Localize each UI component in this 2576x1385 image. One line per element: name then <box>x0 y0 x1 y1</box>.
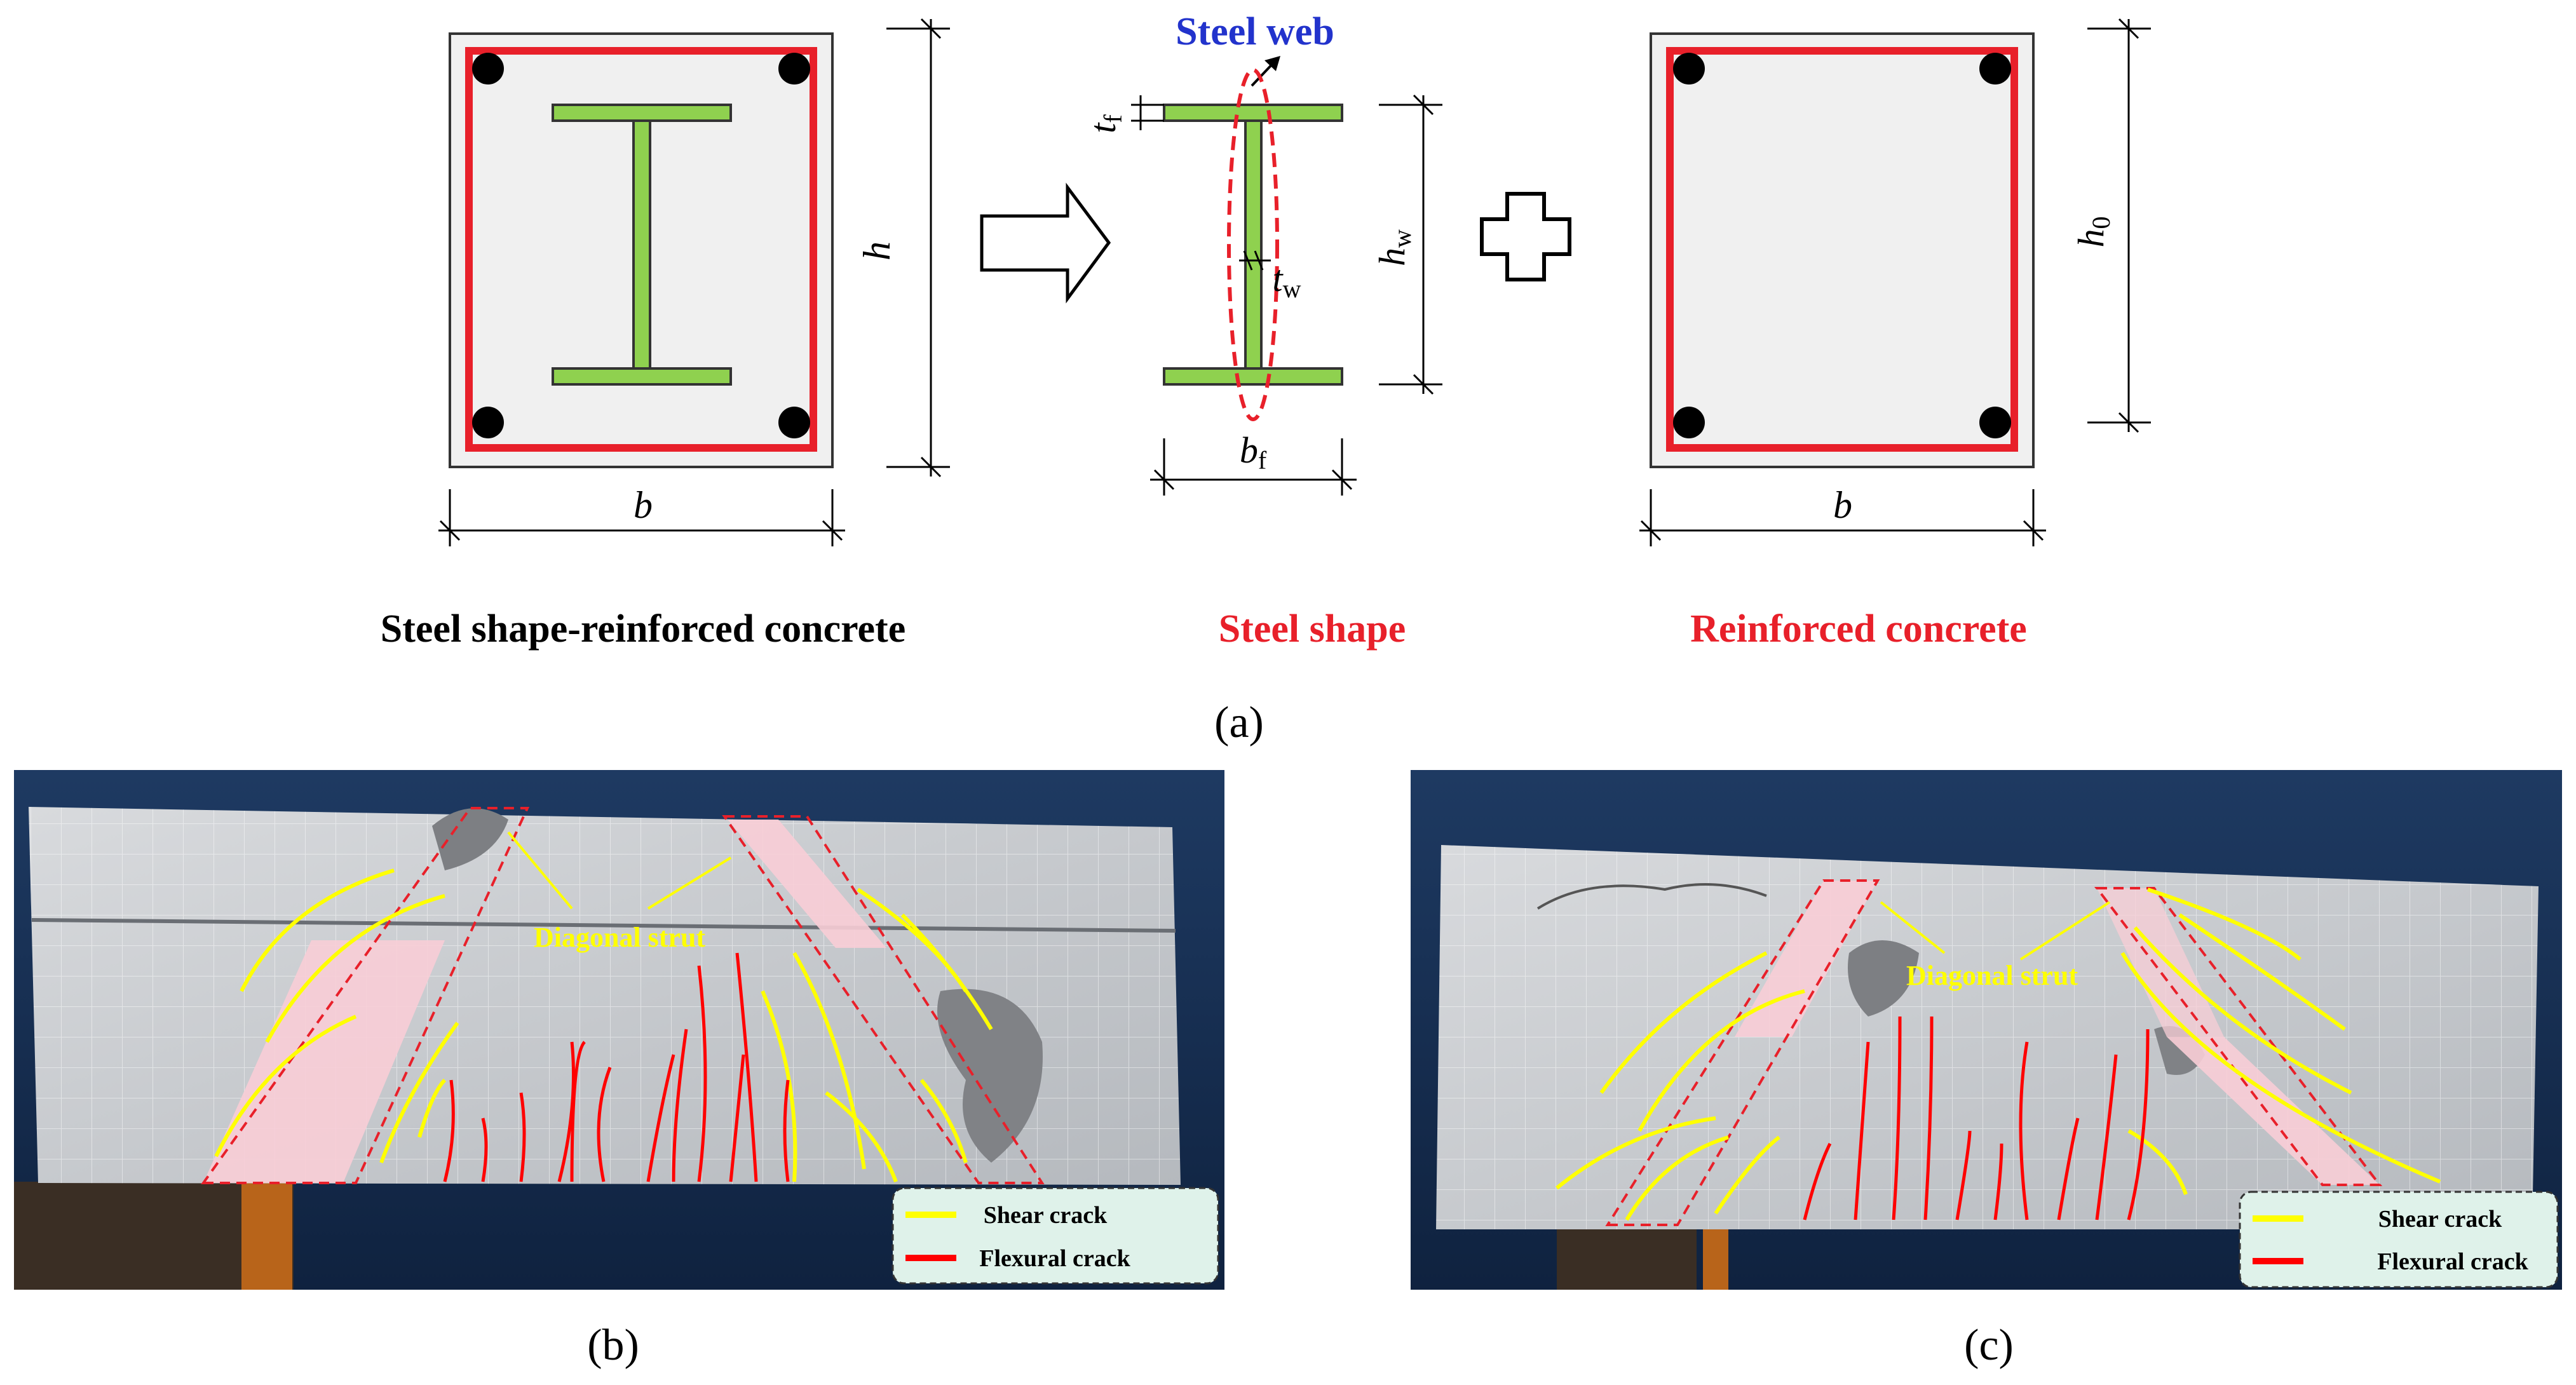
strut-b-right <box>728 820 886 948</box>
src-title: Steel shape-reinforced concrete <box>381 607 905 651</box>
rc-dim-h0-label: h0 <box>2070 217 2115 248</box>
rc-concrete-outline <box>1650 32 2035 468</box>
photo-b-struts <box>201 807 1045 1184</box>
photo-b-flexural-cracks <box>443 952 790 1182</box>
src-section: h b Steel shape-reinforced concrete <box>381 18 950 651</box>
strut-b-left <box>203 940 445 1183</box>
dim-tf <box>1131 95 1164 130</box>
strut-b-left-outline <box>201 807 530 1184</box>
rc-rebar-tr <box>1979 53 2011 84</box>
panel-a-label: (a) <box>1214 698 1264 747</box>
rc-section: h0 b Reinforced concrete <box>1639 18 2151 651</box>
legend-b-shear: Shear crack <box>984 1202 1108 1229</box>
legend-c-shear: Shear crack <box>2378 1206 2502 1233</box>
strut-c-left <box>1735 881 1878 1037</box>
photo-b-support-post <box>241 1182 292 1290</box>
steel-ibeam <box>1163 104 1343 386</box>
src-dim-b <box>438 489 845 546</box>
photo-c-spall-center <box>1848 940 1919 1017</box>
rc-rebar-tl <box>1673 53 1705 84</box>
photo-b-shear-cracks <box>214 868 993 1183</box>
photo-c-shear-cracks <box>1556 888 2441 1221</box>
src-rebar-tl <box>472 53 504 84</box>
dim-hw <box>1379 94 1442 395</box>
dim-bf-label: bf <box>1240 429 1267 475</box>
rc-dim-b <box>1639 489 2046 546</box>
callout-arrow-line <box>1251 61 1275 87</box>
steel-web-callout: Steel web <box>1176 10 1334 53</box>
src-steel-ibeam <box>552 104 732 386</box>
dim-tw <box>1239 250 1271 271</box>
photo-c-legend: Shear crack Flexural crack <box>2239 1191 2559 1288</box>
photo-c-beam-grid <box>1436 845 2539 1229</box>
photo-c-annotation: Diagonal strut <box>1880 901 2111 991</box>
rc-dim-b-label: b <box>1833 484 1852 526</box>
dim-tw-label: tw <box>1272 258 1301 303</box>
rc-dim-h0 <box>2087 18 2151 433</box>
steel-section: Steel web tf tw <box>1082 10 1442 651</box>
photo-b-spall-top <box>432 808 508 870</box>
rc-rebar-bl <box>1673 407 1705 438</box>
src-rebar-tr <box>778 53 810 84</box>
src-dim-b-label: b <box>634 484 653 526</box>
callout-arrowhead <box>1264 56 1280 71</box>
plus-sign <box>1480 192 1571 281</box>
strut-c-right <box>2097 888 2224 1037</box>
strut-c-right-outline <box>2094 887 2383 1186</box>
src-stirrup <box>465 47 817 452</box>
legend-b-flexural: Flexural crack <box>979 1245 1130 1272</box>
photo-c-support <box>1557 1226 1697 1290</box>
rc-rebar-br <box>1979 407 2011 438</box>
photo-c-flexural-cracks <box>1803 1016 2150 1220</box>
src-dim-h <box>886 18 950 478</box>
strut-b-right-outline <box>722 815 1045 1184</box>
implies-arrow <box>980 182 1111 304</box>
dim-tf-label: tf <box>1082 114 1127 133</box>
panel-c: Diagonal strut Shear crack Flexural crac… <box>1411 770 2562 1370</box>
src-rebar-br <box>778 407 810 438</box>
photo-b-annotation: Diagonal strut <box>507 831 732 953</box>
photo-b-annotation-text: Diagonal strut <box>534 922 705 953</box>
photo-c-crack-top <box>1536 883 1767 910</box>
dim-hw-label: hw <box>1371 229 1416 266</box>
photo-c-annotation-text: Diagonal strut <box>1906 960 2078 991</box>
photo-c-support-post <box>1703 1226 1728 1290</box>
panel-b-label: (b) <box>587 1321 639 1370</box>
strut-c-left-outline <box>1605 879 1880 1226</box>
legend-c-flexural: Flexural crack <box>2377 1248 2528 1275</box>
rc-stirrup <box>1666 47 2018 452</box>
panel-b: Diagonal strut Shear crack Flexural crac… <box>14 770 1224 1370</box>
panel-c-label: (c) <box>1964 1321 2014 1370</box>
photo-b-legend: Shear crack Flexural crack <box>891 1187 1219 1285</box>
rc-title: Reinforced concrete <box>1690 607 2027 651</box>
steel-title: Steel shape <box>1219 607 1406 651</box>
panel-a: h b Steel shape-reinforced concrete Stee… <box>381 10 2151 747</box>
dim-bf <box>1150 438 1357 496</box>
steel-web-highlight <box>1227 68 1279 421</box>
strut-c-right-lower <box>2167 1037 2380 1185</box>
src-dim-h-label: h <box>856 241 898 260</box>
photo-b-joint-line <box>31 918 1176 933</box>
src-rebar-bl <box>472 407 504 438</box>
photo-c-struts <box>1605 879 2383 1226</box>
photo-b-spall-right <box>937 989 1043 1163</box>
